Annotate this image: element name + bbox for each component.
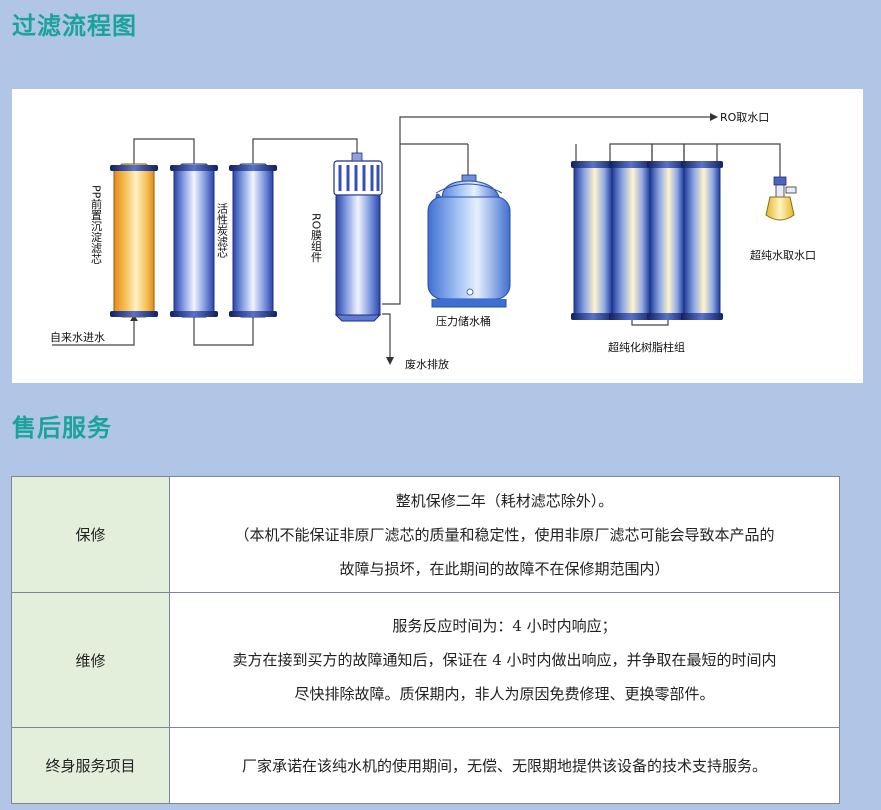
pp-filter-vessel	[110, 163, 158, 318]
pipe-waste	[382, 313, 391, 359]
carbon-filter-vessel-1	[170, 163, 218, 318]
label-pressure-tank: 压力储水桶	[436, 314, 491, 328]
table-row: 保修 整机保修二年（耗材滤芯除外）。 （本机不能保证非原厂滤芯的质量和稳定性，使…	[11, 476, 840, 593]
flow-diagram-title: 过滤流程图	[12, 12, 137, 40]
resin-column-1	[571, 161, 615, 320]
resin-column-3	[647, 161, 687, 320]
after-sales-service-title: 售后服务	[12, 414, 112, 442]
row-content-repair: 服务反应时间为：4 小时内响应； 卖方在接到买方的故障通知后，保证在 4 小时内…	[169, 592, 840, 728]
pressure-tank	[427, 174, 511, 308]
row-label-lifetime-service: 终身服务项目	[11, 727, 170, 804]
pipe-pp-carbon1	[133, 138, 195, 164]
row-content-lifetime-service: 厂家承诺在该纯水机的使用期间，无偿、无限期地提供该设备的技术支持服务。	[169, 727, 840, 804]
pipe-resin-c	[683, 143, 718, 164]
resin-column-2	[609, 161, 653, 320]
service-table: 保修 整机保修二年（耗材滤芯除外）。 （本机不能保证非原厂滤芯的质量和稳定性，使…	[11, 476, 840, 804]
content-line: 卖方在接到买方的故障通知后，保证在 4 小时内做出响应，并争取在最短的时间内	[232, 651, 777, 669]
label-pp-filter: PP前置沉淀滤芯	[90, 185, 103, 264]
pipe-carbon1-carbon2	[193, 317, 254, 346]
content-line: 故障与损坏，在此期间的故障不在保修期范围内）	[339, 559, 670, 578]
label-waste-drain: 废水排放	[405, 357, 449, 371]
content-line: 尽快排除故障。质保期内，非人为原因免费修理、更换零部件。	[294, 685, 715, 703]
label-ultrapure-outlet: 超纯水取水口	[750, 248, 816, 262]
arrow-ro-outlet	[710, 113, 718, 121]
pipe-resin-bottom	[631, 317, 669, 326]
content-line: 服务反应时间为：4 小时内响应；	[392, 617, 617, 635]
arrow-waste	[386, 357, 394, 365]
label-tap-inlet: 自来水进水	[50, 331, 105, 344]
ro-membrane-housing	[333, 152, 383, 322]
table-row: 终身服务项目 厂家承诺在该纯水机的使用期间，无偿、无限期地提供该设备的技术支持服…	[11, 727, 840, 804]
table-row: 维修 服务反应时间为：4 小时内响应； 卖方在接到买方的故障通知后，保证在 4 …	[11, 592, 840, 728]
resin-column-4	[681, 161, 723, 320]
content-line: （本机不能保证非原厂滤芯的质量和稳定性，使用非原厂滤芯可能会导致本产品的	[234, 525, 775, 544]
ultrapure-faucet-icon	[765, 176, 797, 221]
carbon-filter-vessel-2	[229, 163, 277, 318]
filtration-flow-diagram: 自来水进水 PP前置沉淀滤芯 活性炭滤芯 RO膜组件 废水排放 压力储水桶 RO…	[12, 89, 863, 383]
pipe-to-ultrapure	[717, 143, 781, 179]
pipe-carbon2-ro	[252, 138, 358, 164]
label-ro-outlet: RO取水口	[720, 111, 769, 124]
resin-column-group	[571, 161, 723, 320]
row-label-repair: 维修	[11, 592, 170, 728]
pipe-ro-product	[382, 116, 712, 305]
content-line: 厂家承诺在该纯水机的使用期间，无偿、无限期地提供该设备的技术支持服务。	[241, 756, 767, 775]
label-carbon-filter: 活性炭滤芯	[216, 203, 229, 258]
row-label-warranty: 保修	[11, 476, 170, 593]
pipe-inlet	[52, 317, 135, 346]
arrow-inlet	[130, 315, 138, 321]
label-ro-membrane: RO膜组件	[310, 213, 323, 263]
row-content-warranty: 整机保修二年（耗材滤芯除外）。 （本机不能保证非原厂滤芯的质量和稳定性，使用非原…	[169, 476, 840, 593]
content-line: 整机保修二年（耗材滤芯除外）。	[395, 491, 614, 510]
label-resin-group: 超纯化树脂柱组	[608, 340, 685, 354]
flow-diagram-svg: 自来水进水 PP前置沉淀滤芯 活性炭滤芯 RO膜组件 废水排放 压力储水桶 RO…	[50, 111, 816, 371]
